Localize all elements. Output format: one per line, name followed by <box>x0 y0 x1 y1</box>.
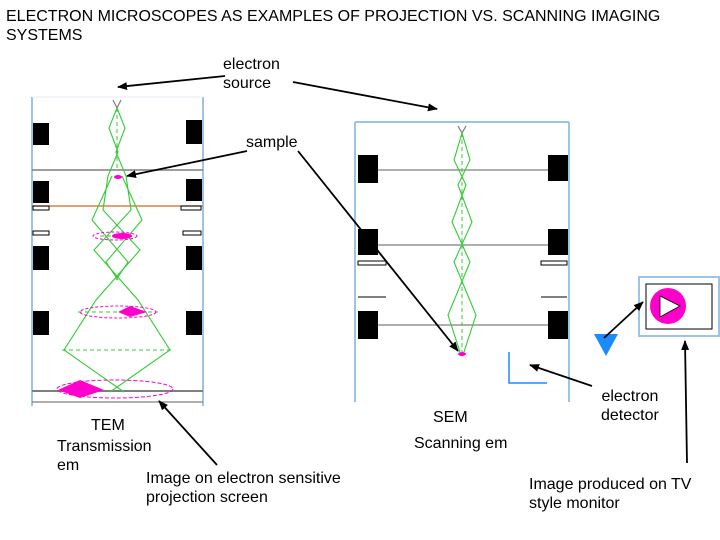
sem-lens-right-2 <box>548 229 568 255</box>
page-title: ELECTRON MICROSCOPES AS EXAMPLES OF PROJ… <box>6 8 661 44</box>
annotation-arrows <box>117 75 690 466</box>
tem-beam-dashed <box>62 108 172 351</box>
label-sem: SEM <box>433 409 468 426</box>
tem-aperture-left <box>32 205 50 211</box>
label-sample: sample <box>246 134 298 151</box>
arrow-sample-sem <box>297 150 459 352</box>
arrow-sample-tem <box>126 150 248 179</box>
sem-aperture-left <box>357 260 387 266</box>
sem-lens-left-1 <box>358 155 378 183</box>
tem-aperture-right <box>180 205 202 211</box>
tem-lens-right-2 <box>186 179 202 201</box>
sem-beam-rays <box>447 132 477 353</box>
sem-specimen <box>458 352 466 356</box>
arrow-detector <box>529 364 593 387</box>
tem-lens-left-4 <box>33 311 49 335</box>
label-scanning-em: Scanning em <box>414 435 508 452</box>
tem-source-tip <box>112 99 122 110</box>
label-tv-monitor: Image produced on TV style monitor <box>529 476 692 512</box>
tem-lens-right-3 <box>186 246 202 270</box>
electron-detector-icon <box>594 334 618 356</box>
sem-source-tip <box>457 125 467 135</box>
tem-column <box>31 96 204 406</box>
arrow-screen <box>158 400 218 466</box>
tem-final-image <box>58 380 104 398</box>
monitor-image-marker <box>659 295 681 318</box>
arrow-source-tem <box>117 75 226 91</box>
tem-specimen-images <box>56 175 174 399</box>
tem-aperture-right-2 <box>182 230 202 236</box>
sem-aperture-right <box>540 260 568 266</box>
tem-intermediate-image-2 <box>118 306 147 317</box>
label-electron-source: electron source <box>223 56 280 92</box>
arrow-source-sem <box>292 81 438 112</box>
sem-lens-left-2 <box>358 229 378 255</box>
tem-specimen <box>114 175 122 179</box>
label-tem: TEM <box>91 417 125 434</box>
sem-lens-left-3 <box>358 311 378 339</box>
label-tem-screen: Image on electron sensitive projection s… <box>146 470 341 506</box>
arrow-monitor <box>681 340 690 464</box>
tem-intermediate-image-1 <box>112 233 132 239</box>
label-transmission-em: Transmission em <box>57 438 152 474</box>
sem-detector-collector <box>508 352 547 384</box>
tem-aperture-left-2 <box>32 230 50 236</box>
tem-lens-right-4 <box>186 311 202 335</box>
tem-beam-rays <box>63 107 171 393</box>
tem-lens-right-1 <box>186 120 202 144</box>
sem-column <box>354 121 570 402</box>
arrow-detector-monitor <box>603 301 644 339</box>
label-electron-detector: electron detector <box>601 388 659 424</box>
tem-lens-left-3 <box>33 246 49 270</box>
tem-lens-left-1 <box>33 123 49 145</box>
sem-lens-right-1 <box>548 155 568 181</box>
sem-lens-right-3 <box>548 311 568 339</box>
tem-lens-left-2 <box>33 181 49 203</box>
tv-monitor-screen <box>645 283 713 330</box>
